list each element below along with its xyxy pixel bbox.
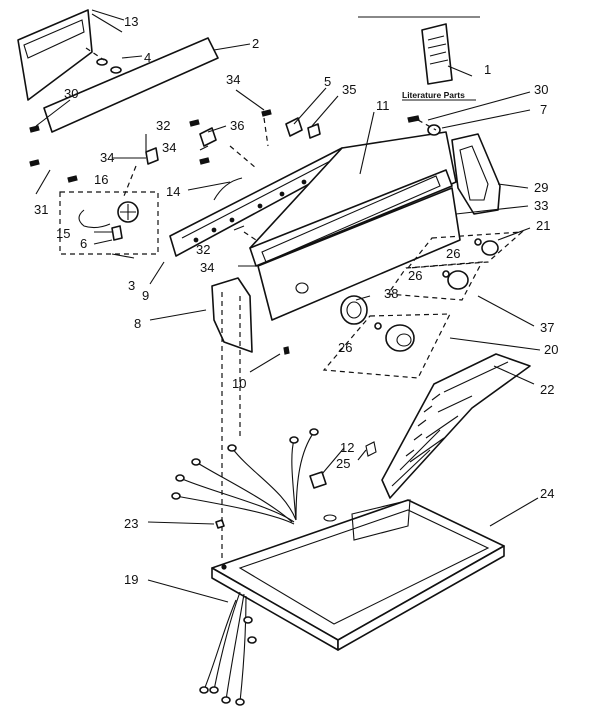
callout-30-right: 30: [534, 82, 548, 97]
callout-34-left: 34: [100, 150, 114, 165]
callout-4: 4: [144, 50, 151, 65]
callout-5: 5: [324, 74, 331, 89]
part-13-panel-cover: [17, 9, 93, 101]
callout-13: 13: [124, 14, 138, 29]
callout-21: 21: [536, 218, 550, 233]
callout-35: 35: [342, 82, 356, 97]
part-23-clip: [215, 519, 225, 529]
callout-34-mid: 34: [162, 140, 176, 155]
callout-36: 36: [230, 118, 244, 133]
callout-38: 38: [384, 286, 398, 301]
callout-26-mid: 26: [408, 268, 422, 283]
leader-lines: [35, 9, 541, 603]
parts-12-25: [309, 441, 377, 489]
part-3-timer-assembly: [59, 191, 159, 255]
part-4-clips: [85, 47, 122, 74]
callout-32-bottom: 32: [196, 242, 210, 257]
callout-19: 19: [124, 572, 138, 587]
literature-parts-label: Literature Parts: [402, 90, 465, 100]
part-2-console-back: [43, 37, 219, 133]
part-29-end-bracket: [451, 133, 501, 215]
callout-24: 24: [540, 486, 554, 501]
part-16-block: [145, 147, 159, 165]
literature-booklet: Literature Parts: [402, 23, 476, 101]
part-11-console-housing: [249, 131, 461, 321]
callout-2: 2: [252, 36, 259, 51]
callout-12: 12: [340, 440, 354, 455]
callout-37: 37: [540, 320, 554, 335]
callout-numbers: 13 4 2 30 34 5 35 11 32 36 34 34 16 14 3…: [34, 14, 558, 587]
callout-26-bottom: 26: [338, 340, 352, 355]
callout-1: 1: [484, 62, 491, 77]
callout-14: 14: [166, 184, 180, 199]
callout-3: 3: [128, 278, 135, 293]
callout-32-top: 32: [156, 118, 170, 133]
callout-9: 9: [142, 288, 149, 303]
parts-5-35-36-switches: [199, 109, 321, 147]
callout-8: 8: [134, 316, 141, 331]
part-22-vent: [381, 353, 531, 499]
callout-16: 16: [94, 172, 108, 187]
parts-7-30-right: [407, 115, 441, 136]
part-8-end-cap: [211, 277, 253, 353]
callout-34-top: 34: [226, 72, 240, 87]
callout-22: 22: [540, 382, 554, 397]
callout-23: 23: [124, 516, 138, 531]
callout-34-bottom: 34: [200, 260, 214, 275]
callout-10: 10: [232, 376, 246, 391]
part-24-top-cover: [211, 499, 505, 651]
callout-30-left: 30: [64, 86, 78, 101]
callout-33: 33: [534, 198, 548, 213]
callout-29: 29: [534, 180, 548, 195]
callout-15: 15: [56, 226, 70, 241]
callout-6: 6: [80, 236, 87, 251]
callout-11: 11: [376, 98, 390, 113]
part-10-screw: [283, 346, 290, 355]
part-14-wire: [213, 177, 243, 201]
screws-left: [29, 119, 210, 183]
callout-7: 7: [540, 102, 547, 117]
callout-26-top: 26: [446, 246, 460, 261]
assembly-guides: [123, 117, 437, 241]
knob-assemblies: [322, 231, 524, 379]
callout-20: 20: [544, 342, 558, 357]
callout-25: 25: [336, 456, 350, 471]
wire-harnesses: [171, 292, 319, 706]
callout-31: 31: [34, 202, 48, 217]
